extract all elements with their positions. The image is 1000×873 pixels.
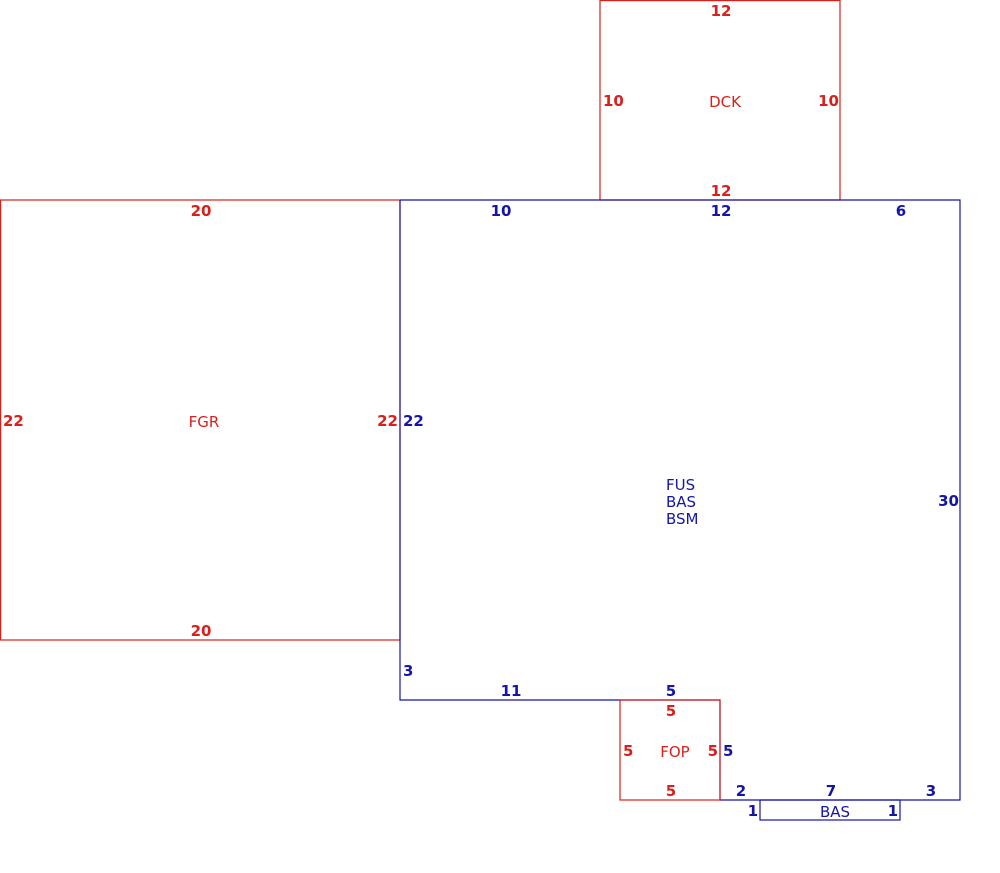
area-main: FUS BAS BSM 10 12 6 22 30 3 11 5 5 2 7 3 [399, 199, 961, 801]
fgr-label: FGR [189, 413, 220, 431]
fop-dim-right: 5 [708, 742, 718, 760]
area-dck: DCK 12 10 10 12 [599, 0, 841, 201]
main-dim-top-a: 10 [491, 202, 512, 220]
main-dim-right: 30 [938, 492, 959, 510]
fop-outline [619, 699, 721, 801]
dck-label: DCK [709, 93, 742, 111]
main-dim-left: 22 [403, 412, 424, 430]
main-label-bas: BAS [666, 493, 696, 511]
fop-dim-bottom: 5 [666, 782, 676, 800]
fgr-dim-top: 20 [191, 202, 212, 220]
fop-dim-top: 5 [666, 702, 676, 720]
dck-dim-left: 10 [603, 92, 624, 110]
main-label-bsm: BSM [666, 510, 699, 528]
fop-label: FOP [660, 743, 689, 761]
main-dim-notch: 3 [403, 662, 413, 680]
main-dim-bottom-left: 11 [501, 682, 522, 700]
main-dim-bump-mid-top: 7 [826, 782, 836, 800]
main-label-fus: FUS [666, 476, 695, 494]
fop-dim-left: 5 [623, 742, 633, 760]
bas-bump-outline [759, 799, 901, 821]
main-dim-porch-right: 5 [723, 742, 733, 760]
fgr-dim-left: 22 [3, 412, 24, 430]
bas-bump-label: BAS [820, 803, 850, 821]
main-dim-bump-right-top: 3 [926, 782, 936, 800]
area-bas-bump: BAS 1 1 [748, 799, 901, 821]
dck-dim-right: 10 [818, 92, 839, 110]
main-dim-top-c: 6 [896, 202, 906, 220]
dck-dim-top: 12 [711, 2, 732, 20]
fgr-dim-bottom: 20 [191, 622, 212, 640]
main-dim-top-b: 12 [711, 202, 732, 220]
area-fop: FOP 5 5 5 5 [619, 699, 721, 801]
bas-bump-dim-left: 1 [748, 802, 758, 820]
fgr-dim-right: 22 [377, 412, 398, 430]
main-dim-bump-left-top: 2 [736, 782, 746, 800]
area-fgr: FGR 20 22 22 20 [0, 199, 401, 641]
dck-dim-bottom: 12 [711, 182, 732, 200]
main-dim-porch-top: 5 [666, 682, 676, 700]
bas-bump-dim-right: 1 [888, 802, 898, 820]
